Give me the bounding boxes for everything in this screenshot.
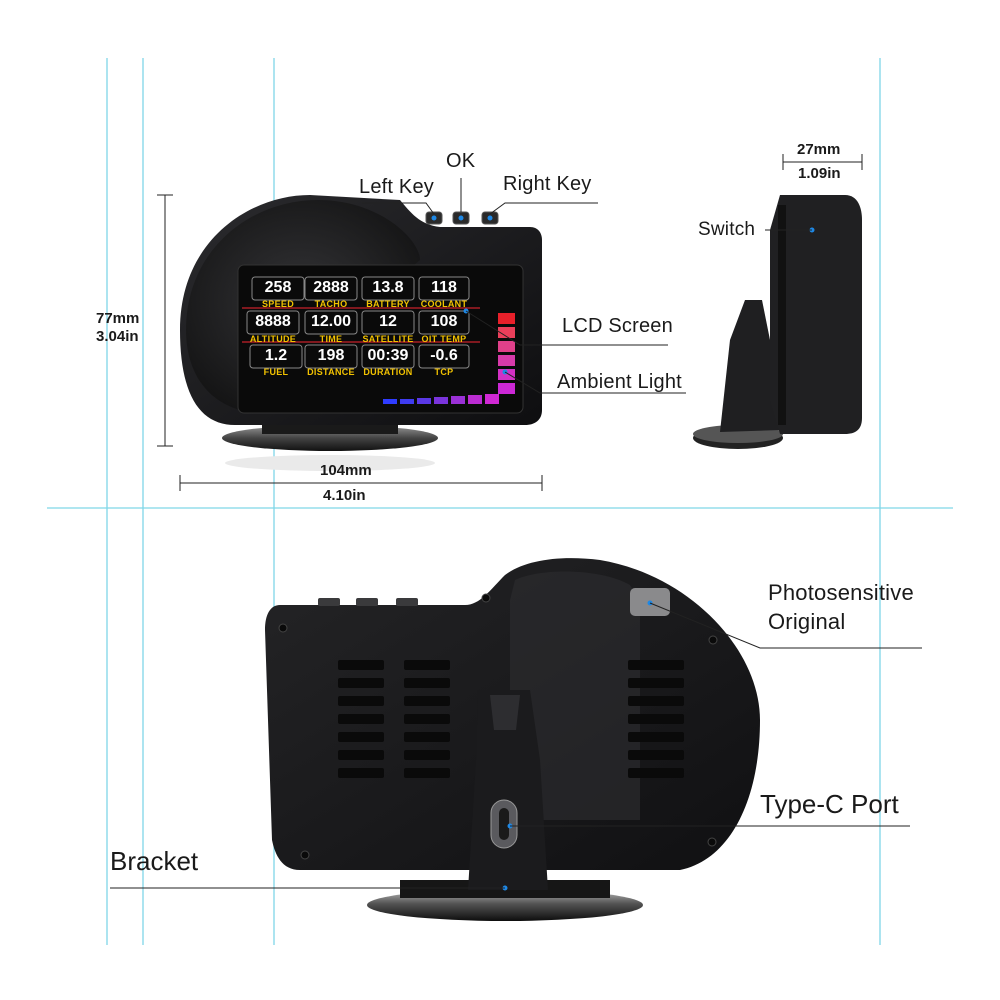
altitude-value: 8888 (255, 313, 291, 330)
battery-caption: BATTERY (366, 299, 410, 309)
tacho-caption: TACHO (314, 299, 348, 309)
speed-caption: SPEED (261, 299, 294, 309)
battery-value: 13.8 (372, 279, 404, 296)
time-value: 12.00 (310, 313, 352, 330)
type-c-port-label: Type-C Port (760, 789, 899, 819)
tacho-value: 2888 (313, 279, 349, 296)
oil-temp-caption: OIT TEMP (421, 334, 467, 344)
width-mm-label: 104mm (320, 462, 372, 479)
coolant-caption: COOLANT (420, 299, 468, 309)
distance-caption: DISTANCE (307, 367, 355, 377)
height-mm-label: 77mm (96, 310, 140, 327)
depth-in-label: 1.09in (798, 165, 841, 182)
altitude-caption: ALTITUDE (249, 334, 297, 344)
switch-label: Switch (698, 219, 756, 240)
bracket-label: Bracket (110, 846, 199, 876)
photosensitive-label: Photosensitive (768, 580, 914, 605)
coolant-value: 118 (431, 279, 457, 296)
speed-value: 258 (264, 279, 292, 296)
ok-label: OK (446, 150, 476, 172)
height-in-label: 3.04in (96, 328, 139, 345)
ambient-light-label: Ambient Light (557, 371, 682, 393)
depth-mm-label: 27mm (797, 141, 841, 158)
left-key-label: Left Key (359, 176, 434, 198)
original-label: Original (768, 609, 846, 634)
oil-temp-value: 108 (430, 313, 458, 330)
satellite-value: 12 (379, 313, 397, 330)
right-key-label: Right Key (503, 173, 592, 195)
distance-value: 198 (317, 347, 345, 364)
duration-value: 00:39 (367, 347, 409, 364)
width-in-label: 4.10in (323, 487, 366, 504)
fuel-value: 1.2 (264, 347, 288, 364)
tcp-caption: TCP (434, 367, 454, 377)
satellite-caption: SATELLITE (362, 334, 414, 344)
lcd-screen-label: LCD Screen (562, 315, 673, 337)
fuel-caption: FUEL (263, 367, 289, 377)
time-caption: TIME (319, 334, 343, 344)
duration-caption: DURATION (363, 367, 413, 377)
tcp-value: -0.6 (430, 347, 458, 364)
